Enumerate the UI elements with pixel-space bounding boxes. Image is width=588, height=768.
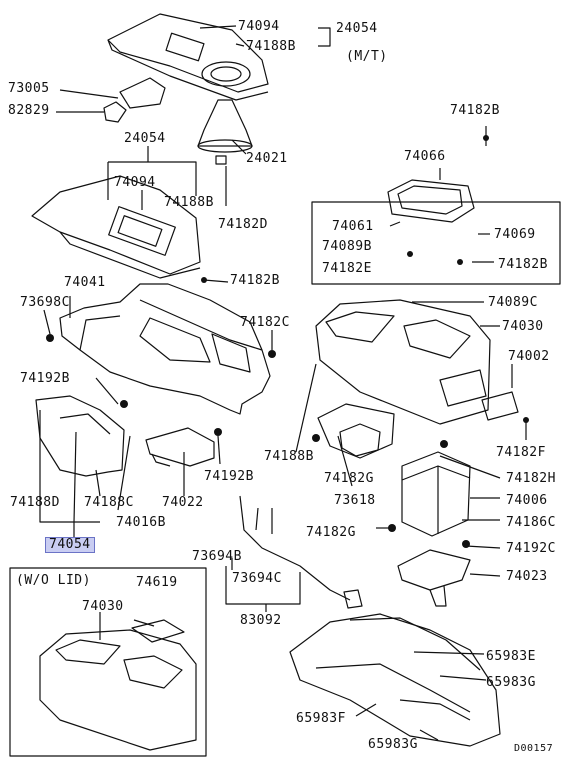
label-74030: 74030 — [502, 319, 544, 334]
label-73694c: 73694C — [232, 571, 282, 586]
label-74192c: 74192C — [506, 541, 556, 556]
label-73618: 73618 — [334, 493, 376, 508]
label-74182f: 74182F — [496, 445, 546, 460]
label-74089b: 74089B — [322, 239, 372, 254]
label-74054-highlighted: 74054 — [45, 537, 95, 553]
label-mt: (M/T) — [346, 49, 388, 64]
label-74094-mid: 74094 — [114, 175, 156, 190]
label-74182g-b: 74182G — [306, 525, 356, 540]
label-65983f: 65983F — [296, 711, 346, 726]
label-74182b-mid: 74182B — [230, 273, 280, 288]
label-24054-mid: 24054 — [124, 131, 166, 146]
label-74192b-low: 74192B — [204, 469, 254, 484]
label-73005: 73005 — [8, 81, 50, 96]
label-74041: 74041 — [64, 275, 106, 290]
label-74023: 74023 — [506, 569, 548, 584]
label-74188d: 74188D — [10, 495, 60, 510]
label-74182h: 74182H — [506, 471, 556, 486]
label-74016b: 74016B — [116, 515, 166, 530]
label-74069: 74069 — [494, 227, 536, 242]
label-74188b-mid: 74188B — [164, 195, 214, 210]
label-82829: 82829 — [8, 103, 50, 118]
label-74192b: 74192B — [20, 371, 70, 386]
label-73694b: 73694B — [192, 549, 242, 564]
label-74002: 74002 — [508, 349, 550, 364]
label-74188c: 74188C — [84, 495, 134, 510]
label-74182d: 74182D — [218, 217, 268, 232]
label-74188b-low: 74188B — [264, 449, 314, 464]
label-65983g-a: 65983G — [486, 675, 536, 690]
label-65983e: 65983E — [486, 649, 536, 664]
label-wo-lid: (W/O LID) — [16, 573, 91, 588]
label-74061: 74061 — [332, 219, 374, 234]
label-74182c: 74182C — [240, 315, 290, 330]
label-73698c: 73698C — [20, 295, 70, 310]
label-74182g-a: 74182G — [324, 471, 374, 486]
label-74089c: 74089C — [488, 295, 538, 310]
label-74619: 74619 — [136, 575, 178, 590]
diagram-code: D00157 — [514, 743, 554, 754]
label-74182e: 74182E — [322, 261, 372, 276]
label-74006: 74006 — [506, 493, 548, 508]
label-74182b-right: 74182B — [498, 257, 548, 272]
label-74066: 74066 — [404, 149, 446, 164]
label-74030-inset: 74030 — [82, 599, 124, 614]
label-24021: 24021 — [246, 151, 288, 166]
label-74188b-top: 74188B — [246, 39, 296, 54]
label-74094-top: 74094 — [238, 19, 280, 34]
label-74182b-top: 74182B — [450, 103, 500, 118]
label-24054-top: 24054 — [336, 21, 378, 36]
label-83092: 83092 — [240, 613, 282, 628]
label-65983g-b: 65983G — [368, 737, 418, 752]
label-74186c: 74186C — [506, 515, 556, 530]
label-74022: 74022 — [162, 495, 204, 510]
